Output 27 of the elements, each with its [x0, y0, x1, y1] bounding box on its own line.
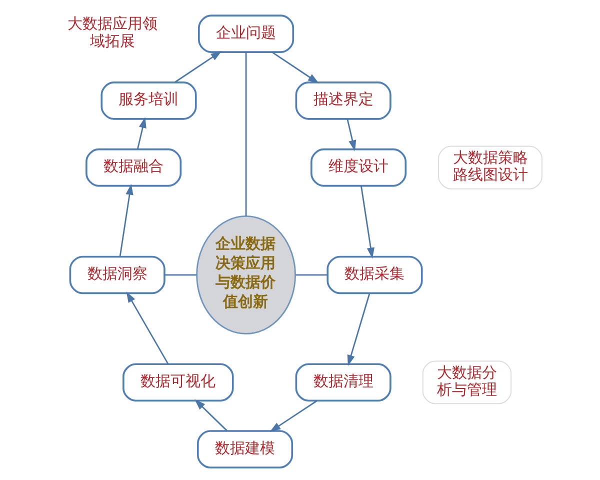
label: 大数据应用领域拓展	[67, 14, 158, 50]
arrow	[347, 293, 370, 366]
connector	[164, 274, 196, 276]
node-box: 大数据分析与管理	[422, 360, 512, 404]
node-box: 维度设计	[310, 148, 407, 187]
arrow	[126, 292, 169, 364]
node-box: 描述界定	[295, 82, 392, 120]
node-ellipse: 企业数据决策应用与数据价值创新	[196, 216, 296, 334]
node-box: 服务培训	[100, 82, 197, 120]
node-box: 大数据策略路线图设计	[438, 146, 542, 190]
node-box: 数据建模	[196, 430, 294, 468]
arrow	[272, 52, 319, 84]
arrow	[360, 186, 374, 259]
arrow	[119, 184, 134, 257]
connector	[245, 52, 247, 216]
node-box: 数据融合	[86, 148, 182, 187]
arrow	[136, 116, 146, 150]
arrow	[174, 51, 222, 83]
node-box: 数据清理	[295, 363, 392, 402]
node-box: 数据洞察	[69, 256, 166, 294]
node-box: 数据可视化	[122, 363, 234, 402]
arrow	[194, 399, 228, 432]
node-box: 企业问题	[198, 14, 294, 53]
arrow	[346, 118, 356, 152]
connector	[296, 274, 328, 276]
node-box: 数据采集	[326, 256, 423, 294]
arrow	[270, 400, 318, 432]
